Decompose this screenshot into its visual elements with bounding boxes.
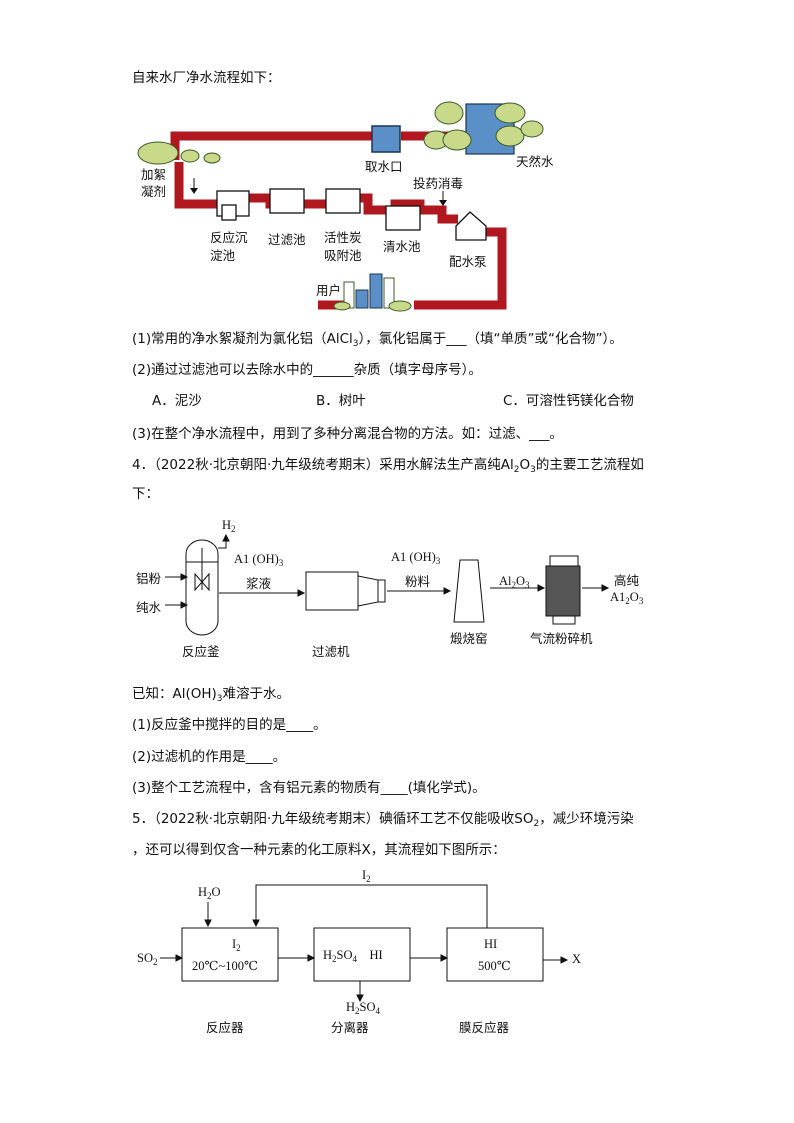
label-disinfect: 投药消毒 [413, 176, 464, 191]
box-reactor [181, 927, 279, 982]
q3-option-b: B．树叶 [316, 393, 366, 409]
intake-box [371, 125, 401, 153]
label-reactor-box: 反应器 [206, 1020, 244, 1035]
bush-icon [137, 141, 221, 165]
q3-part3: (3)在整个净水流程中，用到了多种分离混合物的方法。如：过滤、___。 [132, 426, 563, 442]
label-high-purity: 高纯 [614, 573, 640, 588]
q4-part3: (3)整个工艺流程中，含有铝元素的物质有____(填化学式)。 [132, 780, 486, 796]
label-natural-water: 天然水 [516, 154, 554, 169]
label-separator-output: H2SO4 [346, 1000, 381, 1016]
label-pump: 配水泵 [449, 254, 487, 269]
box2-contents: H2SO4 HI [323, 948, 383, 964]
label-clear-tank: 清水池 [383, 239, 421, 254]
q3-part2: (2)通过过滤池可以去除水中的______杂质（填字母序号）。 [132, 362, 482, 378]
box-membrane-reactor [446, 927, 544, 982]
label-jet-mill: 气流粉碎机 [530, 631, 593, 646]
label-carbon-tank: 活性炭吸附池 [324, 230, 362, 263]
q5-stem: 5．（2022秋·北京朝阳·九年级统考期末）碘循环工艺不仅能吸收SO2，减少环境… [132, 811, 634, 829]
label-separator-box: 分离器 [331, 1020, 369, 1035]
iodine-cycle-diagram [160, 884, 569, 1003]
label-slurry: 浆液 [246, 576, 272, 591]
label-kiln: 煅烧窑 [450, 631, 488, 646]
label-al2o3-out: A12O3 [610, 590, 644, 606]
user-buildings-icon [333, 273, 412, 312]
label-al-powder: 铝粉 [136, 571, 162, 586]
label-intake: 取水口 [365, 159, 403, 174]
label-h2: H2 [222, 518, 236, 534]
box1-temperature: 20℃~100℃ [192, 959, 258, 973]
intro-text: 自来水厂净水流程如下： [132, 70, 281, 86]
kiln-icon [453, 559, 485, 623]
filter-tank-icon [269, 188, 305, 214]
q4-stem-line2: 下： [132, 486, 159, 502]
carbon-tank-icon [325, 188, 361, 214]
label-filter-machine: 过滤机 [312, 644, 350, 659]
clear-tank-icon [385, 205, 421, 231]
water-plant-diagram [137, 101, 544, 312]
q4-part2: (2)过滤机的作用是____。 [132, 749, 287, 765]
q5-stem-line2: ，还可以得到仅含一种元素的化工原料X，其流程如下图所示： [132, 842, 506, 858]
label-x-output: X [572, 952, 582, 966]
q4-part1: (1)反应釜中搅拌的目的是____。 [132, 717, 327, 733]
label-h2o: H2O [198, 885, 221, 901]
label-i2-recycle: I2 [362, 868, 371, 884]
label-membrane-box: 膜反应器 [459, 1020, 510, 1035]
box3-temperature: 500℃ [478, 959, 511, 973]
box-separator [313, 927, 411, 982]
q3-option-a: A．泥沙 [152, 393, 202, 409]
q3-part1: (1)常用的净水絮凝剂为氯化铝（AlCl3），氯化铝属于___（填“单质”或“化… [132, 331, 623, 349]
label-coagulant: 加絮凝剂 [141, 167, 167, 199]
label-powder: 粉料 [405, 574, 431, 589]
label-pure-water: 纯水 [136, 600, 162, 615]
pump-icon [455, 211, 487, 241]
filter-machine-icon [305, 571, 386, 611]
q3-option-c: C．可溶性钙镁化合物 [503, 393, 634, 409]
q4-stem: 4．（2022秋·北京朝阳·九年级统考期末）采用水解法生产高纯Al2O3的主要工… [132, 457, 644, 475]
box3-hi: HI [484, 937, 498, 951]
q4-known: 已知：Al(OH)3难溶于水。 [132, 686, 291, 704]
label-slurry-formula: A1 (OH)3 [234, 552, 284, 568]
label-al2o3-mid: Al2O3 [499, 574, 530, 590]
alumina-process-diagram [165, 533, 610, 636]
sediment-tank-icon [216, 190, 250, 221]
box1-iodine: I2 [232, 937, 241, 953]
natural-water-icon [423, 101, 544, 155]
label-filter-tank: 过滤池 [268, 232, 306, 247]
label-powder-formula: A1 (OH)3 [391, 550, 441, 566]
label-user: 用户 [316, 283, 342, 298]
label-reactor: 反应釜 [182, 644, 220, 659]
label-sediment-tank: 反应沉淀池 [210, 230, 248, 263]
label-so2: SO2 [137, 951, 158, 967]
jet-mill-icon [545, 555, 581, 625]
